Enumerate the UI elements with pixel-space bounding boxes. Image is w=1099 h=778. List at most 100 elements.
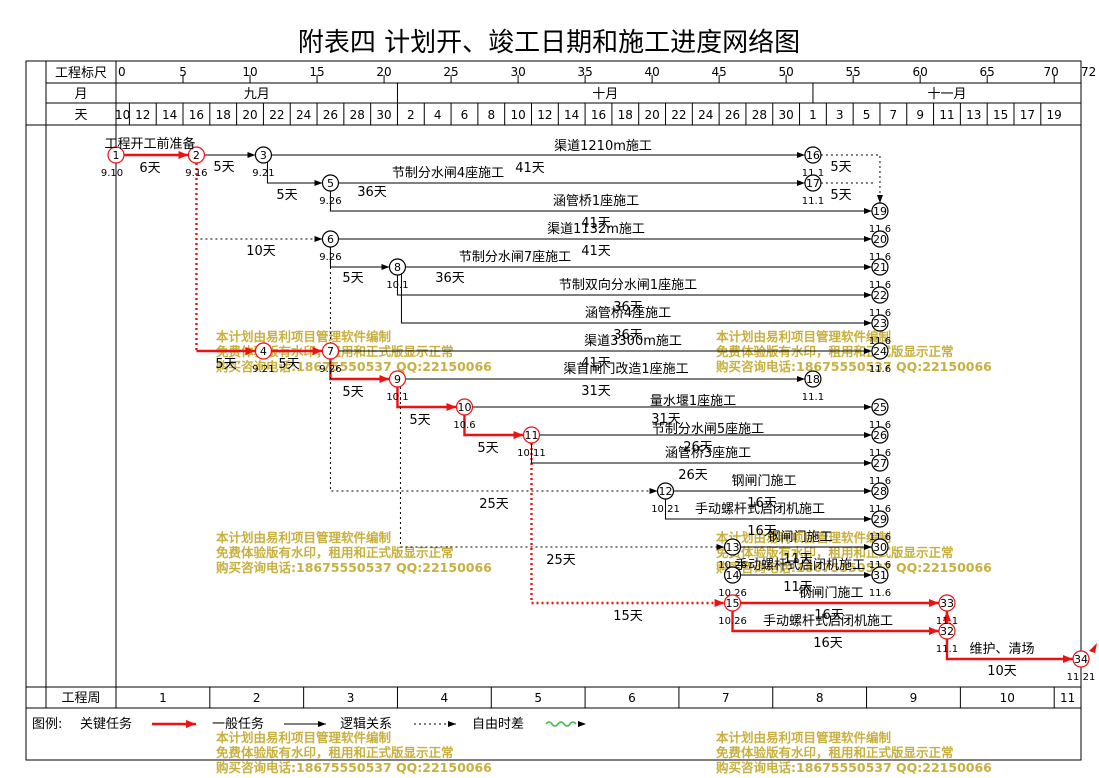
day-label: 26 — [323, 108, 338, 122]
node-date: 11.1 — [802, 168, 824, 179]
day-label: 14 — [162, 108, 177, 122]
task-duration: 41天 — [581, 244, 611, 259]
node-id: 7 — [327, 345, 334, 358]
task-duration: 36天 — [613, 328, 643, 343]
task-name: 量水堰1座施工 — [650, 394, 736, 409]
week-label: 4 — [441, 691, 449, 705]
finish-flag-icon — [1089, 643, 1097, 653]
day-label: 16 — [591, 108, 606, 122]
node-id: 33 — [940, 597, 954, 610]
day-label: 28 — [752, 108, 767, 122]
watermark-line: 免费体验版有水印，租用和正式版显示正常 — [216, 545, 454, 560]
node-circle — [871, 566, 889, 584]
node-id: 2 — [193, 149, 200, 162]
watermark-line: 本计划由易利项目管理软件编制 — [716, 329, 891, 344]
node-date: 10.21 — [651, 504, 680, 515]
day-label: 8 — [487, 108, 495, 122]
task-name: 节制分水闸5座施工 — [652, 422, 764, 437]
day-label: 24 — [698, 108, 713, 122]
node-1: 19.10 — [101, 146, 125, 179]
watermark-line: 免费体验版有水印，租用和正式版显示正常 — [716, 545, 954, 560]
node-circle — [321, 230, 340, 248]
node-date: 9.10 — [101, 168, 123, 179]
node-id: 32 — [940, 625, 954, 638]
task-duration: 41天 — [581, 356, 611, 371]
day-label: 11 — [939, 108, 954, 122]
node-date: 11.6 — [869, 476, 891, 487]
node-date: 11.6 — [869, 504, 891, 515]
task-duration: 41天 — [515, 161, 545, 176]
node-date: 9.21 — [252, 168, 274, 179]
node-date: 9.16 — [185, 168, 207, 179]
task-duration: 36天 — [357, 185, 387, 200]
task-duration: 16天 — [747, 496, 777, 511]
node-date: 11.6 — [869, 336, 891, 347]
node-circle — [388, 258, 407, 276]
legend-prefix: 图例: — [32, 717, 62, 732]
day-label: 24 — [296, 108, 311, 122]
node-circle — [723, 538, 742, 556]
node-id: 18 — [806, 373, 820, 386]
task-duration: 16天 — [747, 524, 777, 539]
task-duration: 26天 — [683, 440, 713, 455]
node-id: 22 — [873, 289, 887, 302]
node-id: 11 — [524, 429, 538, 442]
ruler-tick-label: 15 — [309, 65, 324, 79]
legend-frame — [25, 707, 1082, 761]
day-label: 12 — [135, 108, 150, 122]
month-row-label: 月 — [74, 87, 87, 102]
task-arrow — [329, 191, 872, 214]
week-label: 6 — [628, 691, 636, 705]
legend-normal-label: 一般任务 — [212, 716, 264, 732]
week-label: 8 — [816, 691, 824, 705]
node-date: 10.11 — [517, 448, 546, 459]
node-circle — [723, 594, 742, 612]
node-id: 34 — [1074, 653, 1088, 666]
ruler-tick-label: 40 — [644, 65, 659, 79]
node-circle — [804, 370, 822, 388]
node-date: 11.1 — [802, 392, 824, 403]
day-label: 16 — [189, 108, 204, 122]
task-duration: 16天 — [813, 636, 843, 651]
watermark-line: 本计划由易利项目管理软件编制 — [216, 730, 391, 745]
ruler-tick-label: 30 — [510, 65, 525, 79]
node-circle — [871, 482, 889, 500]
chart-frame — [25, 60, 1082, 709]
node-circle — [107, 146, 125, 164]
node-circle — [871, 454, 889, 472]
node-id: 10 — [457, 401, 471, 414]
node-3: 39.21 — [252, 146, 275, 179]
node-id: 13 — [726, 541, 740, 554]
task-name: 渠道3300m施工 — [584, 334, 682, 349]
node-circle — [871, 342, 889, 360]
node-date: 10.26 — [718, 616, 747, 627]
connector-duration: 15天 — [613, 609, 643, 624]
node-date: 10.1 — [386, 280, 408, 291]
task-name: 涵管桥1座施工 — [553, 194, 639, 209]
task-duration: 11天 — [783, 580, 813, 595]
node-id: 26 — [873, 429, 887, 442]
critical-task-arrow — [463, 415, 524, 439]
task-name: 钢闸门施工 — [767, 530, 832, 545]
node-date: 11.21 — [1067, 672, 1096, 683]
float-duration: 5天 — [830, 188, 851, 203]
week-label: 10 — [1000, 691, 1015, 705]
ruler-tick-label: 72 — [1081, 65, 1096, 79]
day-label: 13 — [966, 108, 981, 122]
day-label: 30 — [778, 108, 793, 122]
day-label: 7 — [890, 108, 898, 122]
day-label: 26 — [725, 108, 740, 122]
week-label: 11 — [1060, 691, 1075, 705]
task-arrow — [400, 273, 872, 326]
task-duration: 6天 — [139, 161, 160, 176]
week-label: 9 — [910, 691, 918, 705]
node-circle — [871, 286, 889, 304]
node-circle — [321, 174, 340, 192]
node-circle — [938, 594, 956, 612]
month-label: 九月 — [244, 87, 270, 102]
